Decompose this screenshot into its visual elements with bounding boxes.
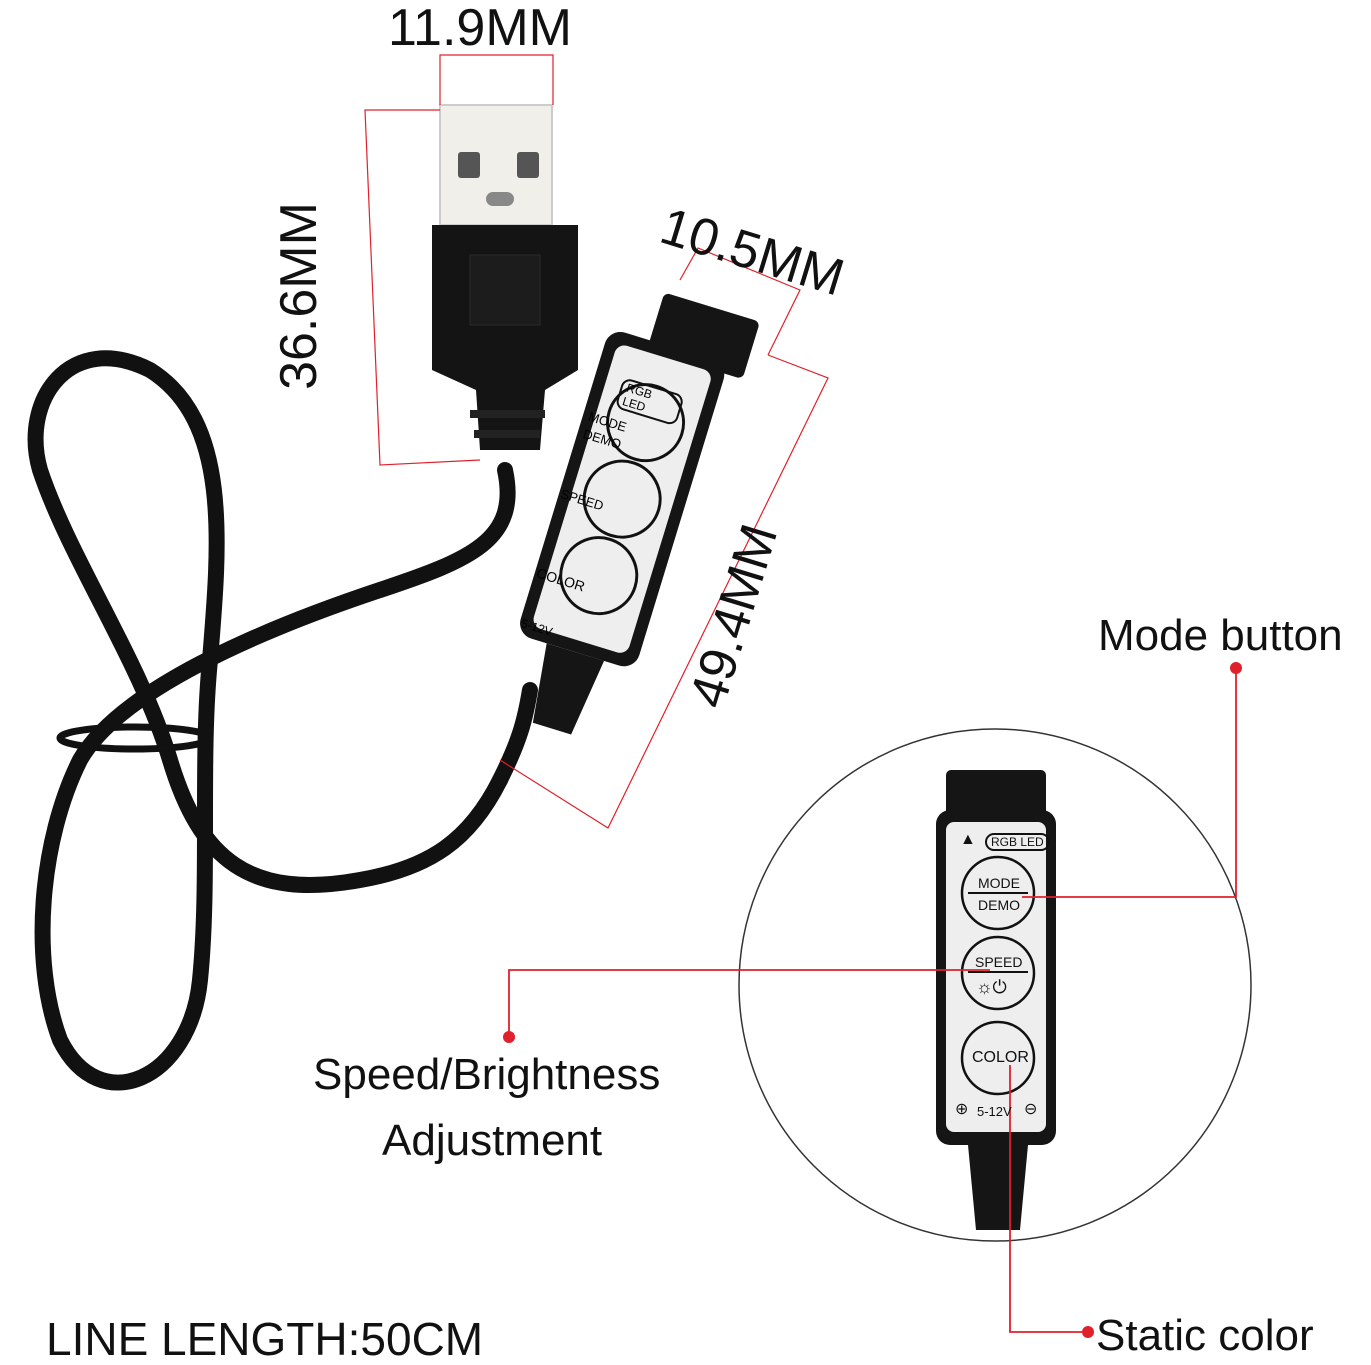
- dim-usb-length: 36.6MM: [269, 202, 328, 390]
- dim-usb-width: 11.9MM: [388, 0, 572, 57]
- cable-tie: [56, 723, 214, 753]
- plus-triangle-icon: ▲: [960, 831, 976, 848]
- usb-plug: [432, 104, 578, 450]
- callout-speed-line2: Adjustment: [382, 1116, 603, 1165]
- plus-icon: ⊕: [955, 1101, 969, 1118]
- callout-mode-button: Mode button: [1098, 611, 1343, 660]
- voltage-label-zoom: 5-12V: [977, 1104, 1012, 1119]
- color-button-zoom: COLOR: [972, 1049, 1029, 1066]
- speed-button-zoom: SPEED: [975, 954, 1023, 970]
- mode-button-zoom: MODE: [978, 875, 1020, 891]
- callout-speed-line1: Speed/Brightness: [313, 1050, 661, 1099]
- leader-dots: [503, 662, 1242, 1338]
- callout-static-color: Static color: [1096, 1311, 1314, 1360]
- controller-main: [520, 293, 759, 735]
- brightness-power-icon: ☼⏻: [976, 977, 1007, 997]
- minus-icon: ⊖: [1024, 1101, 1038, 1118]
- cable: [27, 350, 538, 1091]
- dimension-lines: [364, 54, 829, 829]
- leader-lines: [508, 668, 1237, 1333]
- line-length-label: LINE LENGTH:50CM: [46, 1313, 484, 1365]
- rgb-led-badge-zoom: RGB LED: [985, 833, 1050, 851]
- controller-zoom: [936, 770, 1056, 1230]
- demo-label-zoom: DEMO: [978, 897, 1020, 913]
